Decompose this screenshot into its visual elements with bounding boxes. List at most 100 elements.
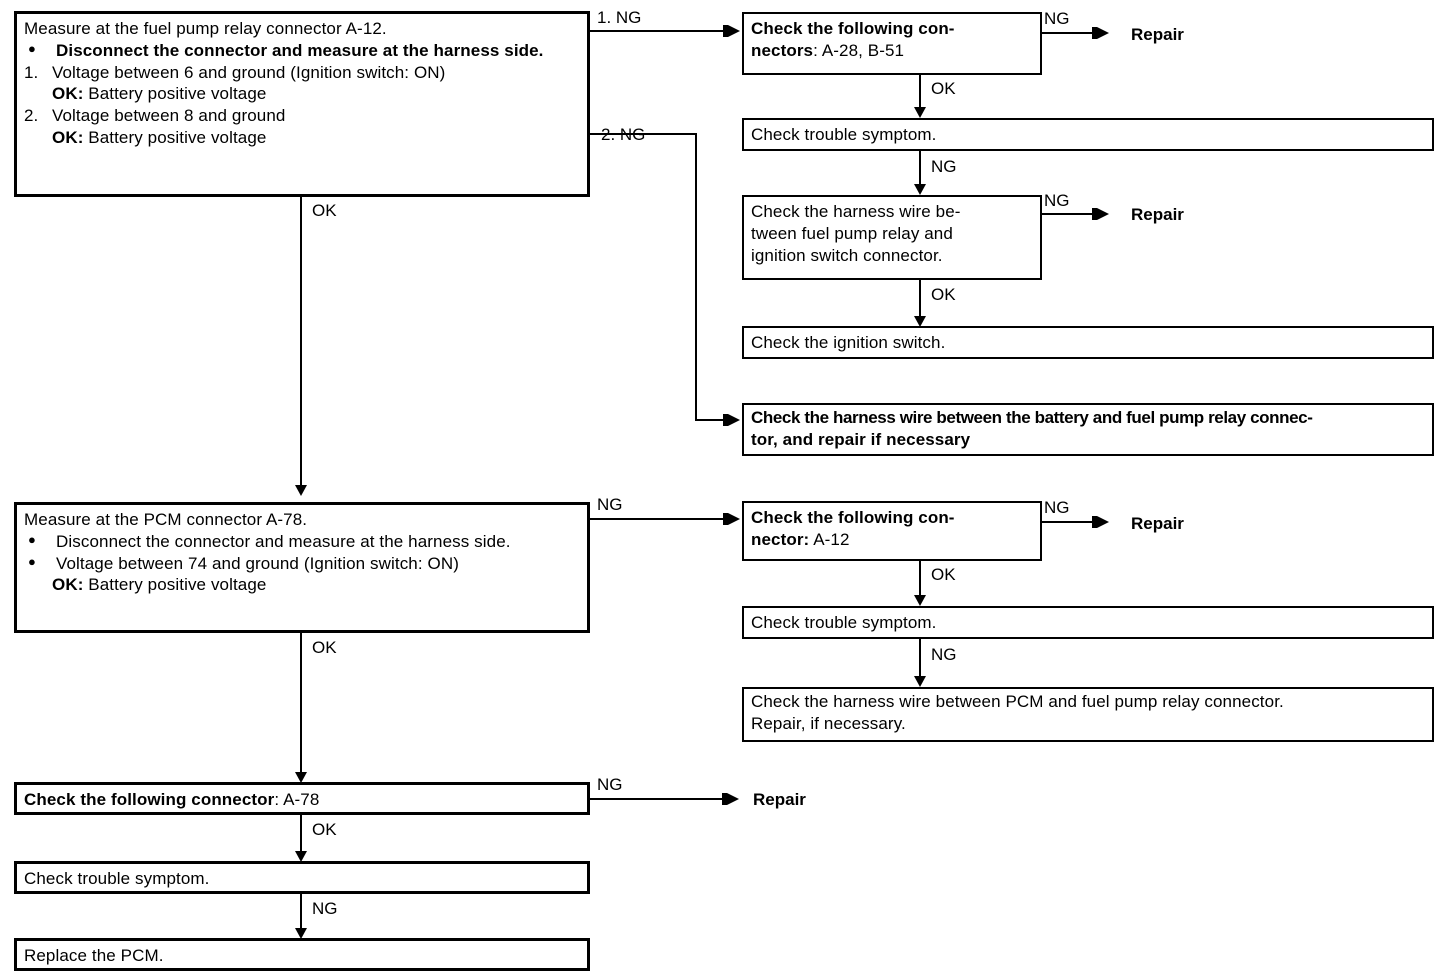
edge-symptom3-ng-arrowhead (295, 928, 307, 939)
list-item-ok: OK: Battery positive voltage (24, 127, 580, 149)
edge-pcm-ng-arrow-tail (723, 513, 728, 525)
edge-label-symptom3-ng: NG (312, 899, 338, 918)
node-check-trouble-symptom-2[interactable]: Check trouble symptom. (742, 606, 1434, 639)
edge-label-a28b51-ok: OK (931, 79, 956, 98)
edge-pcm-ng-arrowhead (728, 513, 740, 525)
edge-pcm-ok-arrowhead (295, 772, 307, 783)
edge-a28b51-ng-arrow-tail (1092, 27, 1097, 39)
node-check-ignition-switch[interactable]: Check the ignition switch. (742, 326, 1434, 359)
edge-symptom2-ng-line (919, 639, 921, 682)
node-check-trouble-symptom-1[interactable]: Check trouble symptom. (742, 118, 1434, 151)
list-item-ok: OK: Battery positive voltage (24, 83, 580, 105)
list-item-text: Disconnect the connector and measure at … (56, 531, 511, 551)
list-item-text: Voltage between 8 and ground (52, 106, 286, 125)
node-label-line1: Check the harness wire be- (751, 202, 961, 221)
terminal-repair-2: Repair (1131, 205, 1184, 224)
edge-a78-ng-arrow-tail (722, 793, 727, 805)
ok-label: OK: (52, 575, 84, 595)
node-title: Measure at the PCM connector A-78. (24, 510, 308, 529)
node-measure-fuel-pump-relay[interactable]: Measure at the fuel pump relay connector… (14, 11, 590, 197)
list-item: ● Disconnect the connector and measure a… (24, 40, 580, 62)
node-label: Check trouble symptom. (751, 613, 937, 632)
node-label-bold: Check the following connector (24, 790, 275, 809)
ok-value: Battery positive voltage (88, 575, 267, 595)
edge-a12-ok-arrowhead (914, 595, 926, 606)
bullet-icon: ● (28, 531, 36, 547)
edge-label-symptom2-ng: NG (931, 645, 957, 664)
bullet-icon: ● (28, 553, 36, 569)
node-label: Check trouble symptom. (24, 869, 210, 888)
edge-a78-ok-line (300, 815, 302, 857)
edge-label-a78-ok: OK (312, 820, 337, 839)
ok-label: OK: (52, 127, 84, 147)
edge-harness-ignition-ng-arrowhead (1097, 208, 1109, 220)
edge-label-harness-ignition-ok: OK (931, 285, 956, 304)
edge-a28b51-ok-arrowhead (914, 107, 926, 118)
node-label-line2: Repair, if necessary. (751, 713, 906, 733)
edge-label-pcm-ng: NG (597, 495, 623, 514)
edge-harness-ignition-ng-line (1042, 213, 1104, 215)
edge-relay-ng2-v (695, 133, 697, 421)
node-check-connector-a78[interactable]: Check the following connector: A-78 (14, 782, 590, 815)
edge-relay-ng1-arrowhead (728, 25, 740, 37)
node-measure-pcm[interactable]: Measure at the PCM connector A-78. ● Dis… (14, 502, 590, 633)
terminal-repair-1: Repair (1131, 25, 1184, 44)
terminal-repair-4: Repair (753, 790, 806, 809)
edge-relay-ng1-arrow-tail (723, 25, 728, 37)
edge-relay-ok-arrowhead (295, 485, 307, 496)
node-label-rest: : A-78 (274, 790, 320, 809)
edge-symptom1-ng-line (919, 151, 921, 190)
node-check-harness-pcm-relay[interactable]: Check the harness wire between PCM and f… (742, 687, 1434, 742)
edge-a12-ok-line (919, 561, 921, 601)
edge-relay-ng2-h2 (695, 419, 726, 421)
node-label-line3: ignition switch connector. (751, 245, 943, 265)
edge-relay-ok-line (300, 197, 302, 491)
edge-symptom1-ng-arrowhead (914, 184, 926, 195)
edge-relay-ng2-arrowhead (728, 414, 740, 426)
edge-harness-ignition-ok-line (919, 280, 921, 322)
edge-symptom3-ng-line (300, 894, 302, 934)
node-label-line1: Check the harness wire between PCM and f… (751, 692, 1284, 711)
edge-a12-ng-line (1042, 521, 1104, 523)
edge-a78-ok-arrowhead (295, 851, 307, 862)
edge-label-a78-ng: NG (597, 775, 623, 794)
list-item-text: Voltage between 74 and ground (Ignition … (56, 553, 459, 573)
node-check-trouble-symptom-3[interactable]: Check trouble symptom. (14, 861, 590, 894)
node-label-line1: Check the harness wire between the batte… (751, 408, 1313, 427)
node-check-harness-battery-relay[interactable]: Check the harness wire between the batte… (742, 403, 1434, 456)
node-replace-pcm[interactable]: Replace the PCM. (14, 938, 590, 971)
edge-pcm-ok-line (300, 633, 302, 779)
node-title: Measure at the fuel pump relay connector… (24, 19, 387, 38)
ok-label: OK: (52, 84, 84, 104)
list-item-text: Voltage between 6 and ground (Ignition s… (52, 62, 446, 82)
edge-label-relay-ng2: 2. NG (601, 125, 646, 144)
edge-relay-ng2-arrow-tail (723, 414, 728, 426)
list-item-text: Disconnect the connector and measure at … (56, 40, 544, 60)
edge-harness-ignition-ng-arrow-tail (1092, 208, 1097, 220)
list-item: 1. Voltage between 6 and ground (Ignitio… (24, 62, 580, 84)
ok-value: Battery positive voltage (88, 84, 267, 104)
edge-a78-ng-line (590, 798, 725, 800)
list-item: 2. Voltage between 8 and ground (24, 105, 580, 127)
list-item: ● Disconnect the connector and measure a… (24, 531, 580, 553)
node-label-bold: Check the following con- (751, 19, 955, 38)
edge-a28b51-ok-line (919, 75, 921, 113)
edge-a78-ng-arrowhead (727, 793, 739, 805)
node-label: Check trouble symptom. (751, 125, 937, 144)
edge-label-harness-ignition-ng: NG (1044, 191, 1070, 210)
edge-label-a12-ok: OK (931, 565, 956, 584)
edge-a28b51-ng-arrowhead (1097, 27, 1109, 39)
edge-symptom2-ng-arrowhead (914, 676, 926, 687)
node-check-harness-relay-ignition[interactable]: Check the harness wire be- tween fuel pu… (742, 195, 1042, 280)
list-item-ok: OK: Battery positive voltage (24, 574, 580, 596)
edge-a12-ng-arrowhead (1097, 516, 1109, 528)
node-label-rest: : A-28, B-51 (813, 40, 905, 60)
node-label-line2: tor, and repair if necessary (751, 429, 971, 449)
list-marker: 2. (24, 106, 39, 125)
terminal-repair-3: Repair (1131, 514, 1184, 533)
node-check-connector-a12[interactable]: Check the following con- nector: A-12 (742, 501, 1042, 561)
node-check-connectors-a28-b51[interactable]: Check the following con- nectors: A-28, … (742, 12, 1042, 75)
edge-label-a28b51-ng: NG (1044, 9, 1070, 28)
edge-relay-ng2-h1 (590, 133, 697, 135)
edge-harness-ignition-ok-arrowhead (914, 316, 926, 327)
